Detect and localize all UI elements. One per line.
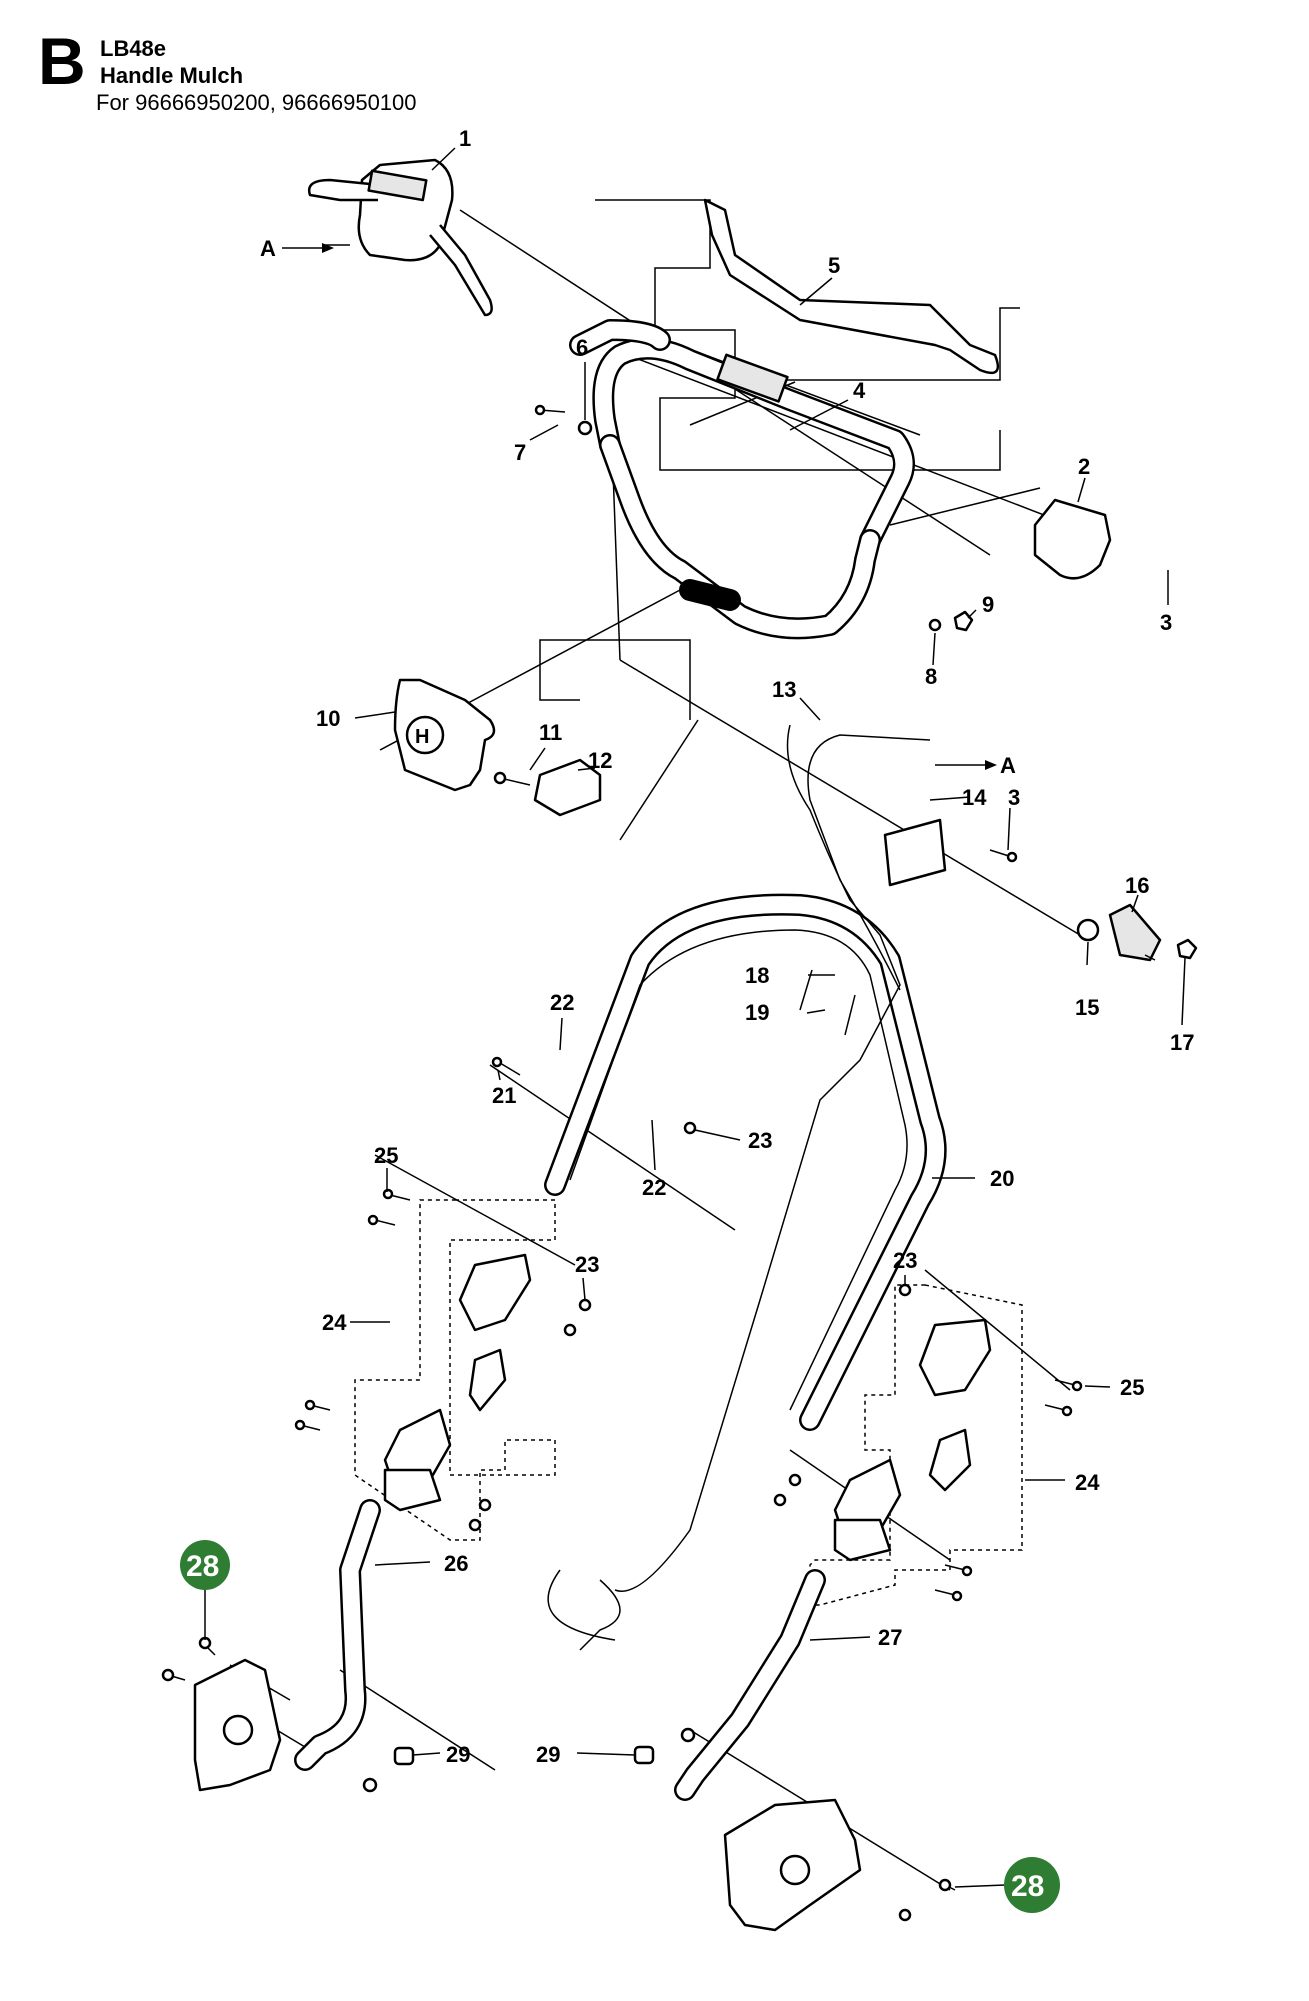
- upper-handle-part-4: [569, 319, 915, 640]
- callout-20: 20: [990, 1166, 1014, 1191]
- callout-A-mid: A: [1000, 753, 1016, 778]
- callout-25-right: 25: [1120, 1375, 1144, 1400]
- callout-1: 1: [459, 126, 471, 151]
- bracket-part-14: [883, 818, 947, 887]
- callout-2: 2: [1078, 454, 1090, 479]
- callout-8: 8: [925, 664, 937, 689]
- left-hinge-group-box: [354, 1199, 556, 1541]
- callout-19: 19: [745, 1000, 769, 1025]
- callout-25-left: 25: [374, 1143, 398, 1168]
- callout-9: 9: [982, 592, 994, 617]
- callout-18: 18: [745, 963, 769, 988]
- highlight-callout-28-left: 28: [180, 1540, 230, 1590]
- callout-24-left: 24: [322, 1310, 347, 1335]
- callout-7: 7: [514, 440, 526, 465]
- bushing-part-29-left: [393, 1746, 415, 1766]
- callout-26: 26: [444, 1551, 468, 1576]
- callout-12: 12: [588, 748, 612, 773]
- callout-15: 15: [1075, 995, 1099, 1020]
- hinge-parts-left: [383, 1253, 532, 1512]
- callout-14: 14: [962, 785, 987, 810]
- callout-22-top: 22: [550, 990, 574, 1015]
- callout-4: 4: [853, 378, 866, 403]
- callout-13: 13: [772, 677, 796, 702]
- model-name: LB48e: [100, 36, 167, 61]
- callout-leaders: [204, 147, 1186, 1888]
- control-bail-part-5: [703, 198, 1000, 375]
- callout-27: 27: [878, 1625, 902, 1650]
- callout-23-upper: 23: [748, 1128, 772, 1153]
- svg-text:28: 28: [1011, 1870, 1044, 1903]
- callout-11: 11: [539, 720, 562, 745]
- callout-5: 5: [828, 253, 840, 278]
- callout-23-left: 23: [575, 1252, 599, 1277]
- callout-16: 16: [1125, 873, 1149, 898]
- callout-3-mid: 3: [1008, 785, 1020, 810]
- svg-text:H: H: [415, 726, 429, 748]
- callout-21: 21: [492, 1083, 516, 1108]
- control-housing-part-1: [307, 158, 493, 317]
- throttle-cable: [614, 724, 901, 1592]
- callout-29-left: 29: [446, 1742, 470, 1767]
- knob-part-16: [1108, 903, 1162, 962]
- clamp-part-12: [533, 758, 602, 817]
- washer-part-15: [1076, 918, 1100, 942]
- callout-29-right: 29: [536, 1742, 560, 1767]
- callout-23-right: 23: [893, 1248, 917, 1273]
- leader-lines: [209, 199, 1081, 1891]
- highlight-callout-28-right: 28: [1004, 1857, 1060, 1913]
- callout-24-right: 24: [1075, 1470, 1100, 1495]
- section-letter: B: [38, 24, 86, 98]
- callout-10: 10: [316, 706, 340, 731]
- callout-3-top: 3: [1160, 610, 1172, 635]
- svg-text:28: 28: [186, 1550, 219, 1583]
- cover-part-2: [1033, 498, 1112, 580]
- hinge-parts-right: [833, 1318, 992, 1562]
- callout-22-bottom: 22: [642, 1175, 666, 1200]
- lower-handle-part-20: [544, 893, 947, 1431]
- callout-17: 17: [1170, 1030, 1194, 1055]
- nut-part-17: [1176, 938, 1198, 960]
- applies-to-text: For 96666950200, 96666950100: [96, 90, 417, 115]
- drive-cable: [807, 734, 931, 991]
- callout-6: 6: [576, 335, 588, 360]
- callout-A-top: A: [260, 236, 276, 261]
- hardware-screws: [161, 404, 1156, 1922]
- callout-labels: 1 2 3 3 4 5 6 7 8 9 10 11 12 13 14 15 16…: [260, 126, 1194, 1767]
- bushing-part-29-right: [633, 1745, 655, 1765]
- diagram-title: Handle Mulch: [100, 63, 244, 88]
- cover-part-10: H: [393, 678, 496, 792]
